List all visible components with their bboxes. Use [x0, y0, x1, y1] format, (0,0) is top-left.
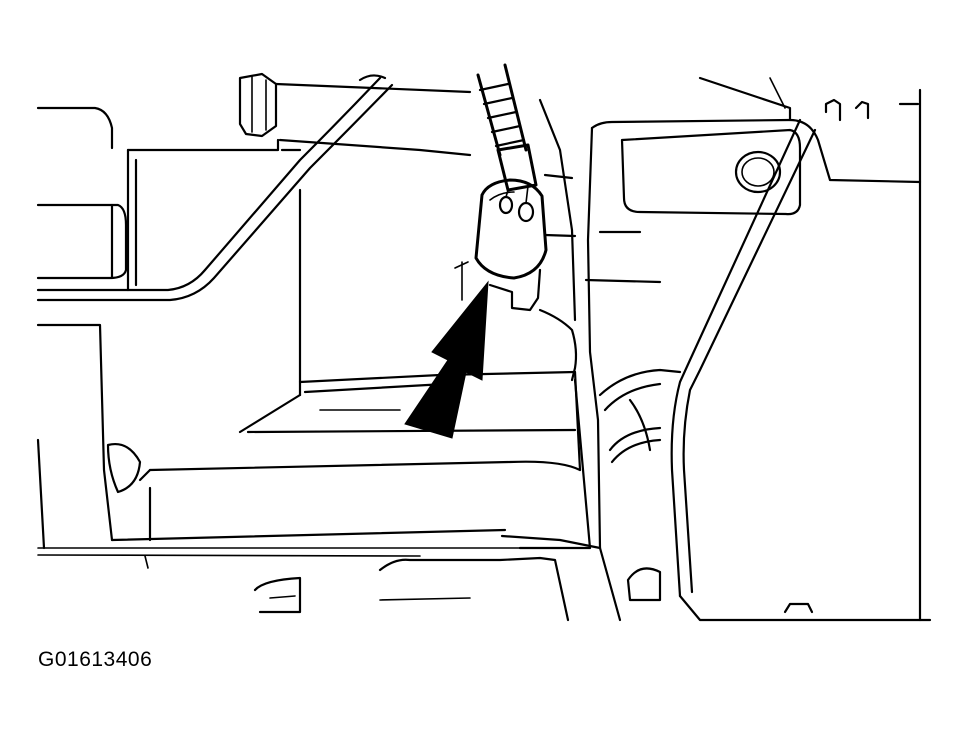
top-right-tabs — [698, 76, 920, 122]
sensor-wire — [476, 63, 528, 157]
central-housing — [110, 98, 602, 550]
figure-code: G01613406 — [38, 648, 153, 671]
right-bracket — [584, 88, 932, 622]
bolt-left — [238, 72, 278, 138]
tube-and-top-plate — [36, 74, 472, 302]
arrow-pointer-icon — [404, 280, 489, 439]
sensor-connector — [474, 143, 548, 280]
bottom-components — [144, 555, 814, 622]
left-body-panel — [36, 106, 521, 557]
